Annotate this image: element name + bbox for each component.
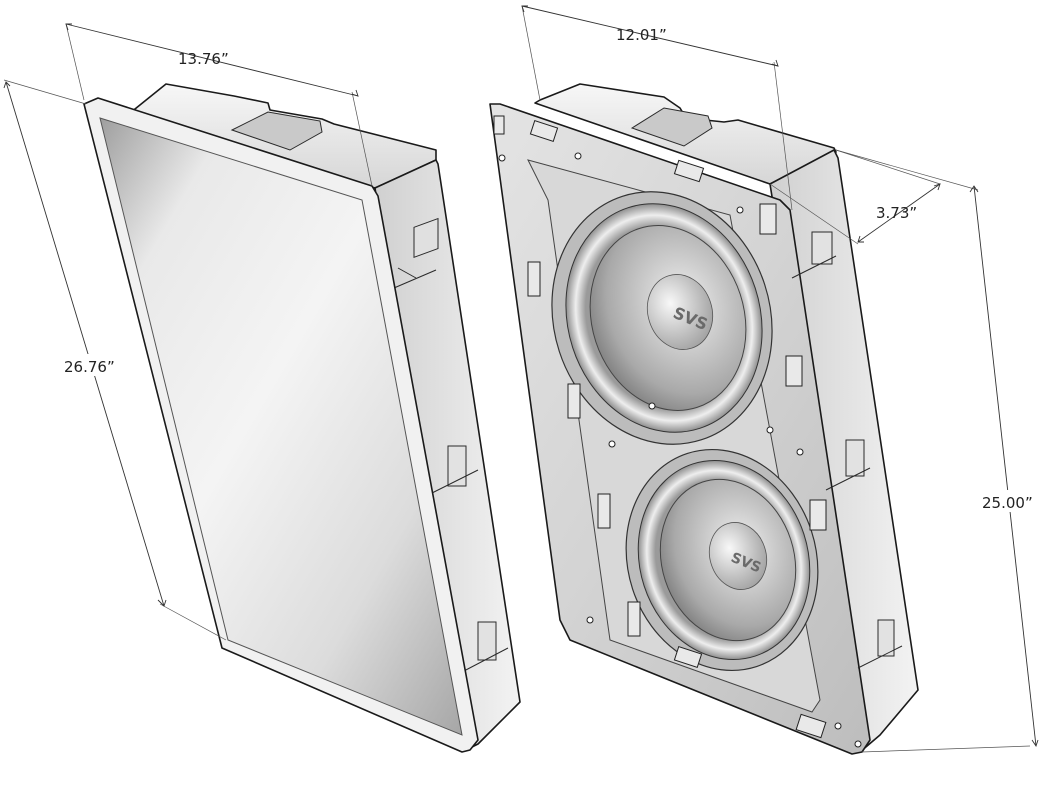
dim-label-depth: 3.73” <box>876 204 917 222</box>
side-clamp-right-mid <box>825 439 871 491</box>
dimension-frame-width: 12.01” <box>521 5 793 211</box>
side-clamp-right-bottom <box>857 619 903 669</box>
dim-label-frame-height: 25.00” <box>982 494 1033 512</box>
side-clamp-top <box>393 217 439 289</box>
mounting-tabs <box>493 115 827 739</box>
side-clamp-mid <box>429 445 479 495</box>
side-clamp-right-top <box>791 231 837 279</box>
side-clamp-bottom <box>461 621 509 673</box>
dim-label-bg <box>60 354 130 376</box>
dim-label-grille-height: 26.76” <box>64 358 115 376</box>
top-notch <box>230 111 323 151</box>
screw-holes <box>498 152 862 748</box>
dim-label-frame-width: 12.01” <box>616 26 667 44</box>
woofer-bottom: SVS <box>625 448 819 672</box>
dim-label-grille-width: 13.76” <box>178 50 229 68</box>
grille-speaker <box>83 83 521 753</box>
dimension-grille-height: 26.76” <box>3 79 227 641</box>
dimension-depth: 3.73” <box>769 149 941 245</box>
dim-label-bg-right <box>980 490 1040 512</box>
top-notch-right <box>630 107 713 147</box>
dimension-frame-height: 25.00” <box>835 149 1040 753</box>
dimension-grille-width: 13.76” <box>65 23 373 187</box>
grille-face <box>99 117 463 736</box>
woofer-top: SVS <box>551 191 773 445</box>
exposed-speaker: SVS SVS <box>489 83 919 755</box>
